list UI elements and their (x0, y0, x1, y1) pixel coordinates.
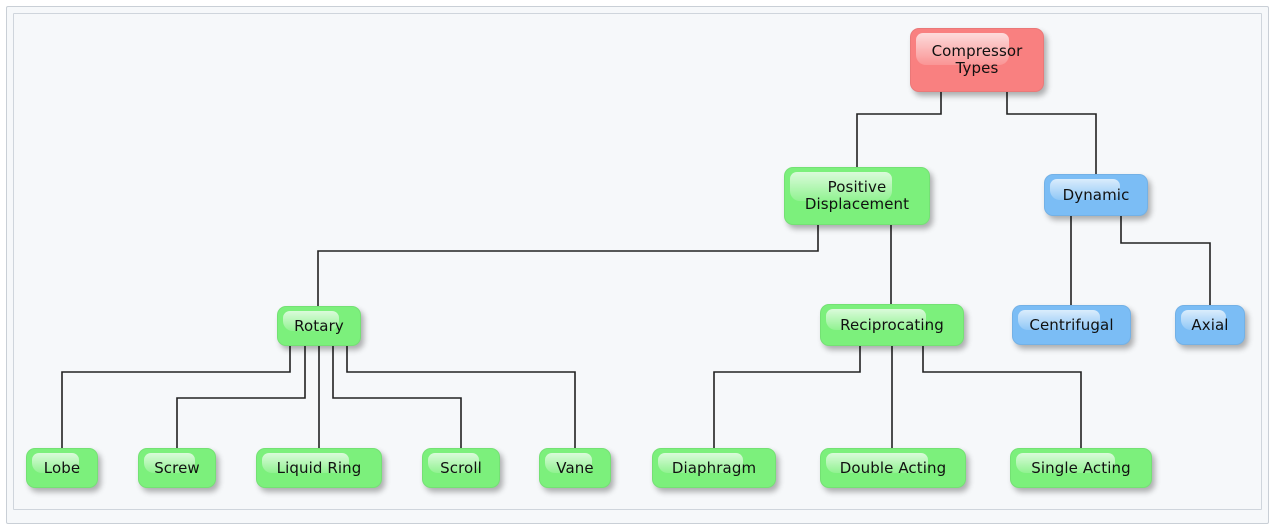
node-label-scroll: Scroll (440, 458, 482, 477)
node-label-rotary: Rotary (294, 316, 344, 335)
node-label-dynamic: Dynamic (1062, 185, 1130, 204)
node-label-recip: Reciprocating (840, 315, 944, 334)
node-scroll[interactable]: Scroll (422, 448, 500, 488)
node-recip[interactable]: Reciprocating (820, 304, 964, 346)
node-label-screw: Screw (154, 458, 200, 477)
node-lobe[interactable]: Lobe (26, 448, 98, 488)
node-liquidring[interactable]: Liquid Ring (256, 448, 382, 488)
node-label-doubleact: Double Acting (839, 458, 947, 477)
node-label-root: Compressor Types (931, 42, 1023, 77)
node-positive[interactable]: Positive Displacement (784, 167, 930, 225)
node-dynamic[interactable]: Dynamic (1044, 174, 1148, 216)
node-rotary[interactable]: Rotary (277, 306, 361, 346)
node-label-axial: Axial (1191, 315, 1229, 334)
node-label-vane: Vane (556, 458, 594, 477)
node-centrifugal[interactable]: Centrifugal (1012, 305, 1131, 345)
node-root[interactable]: Compressor Types (910, 28, 1044, 92)
node-diaphragm[interactable]: Diaphragm (652, 448, 776, 488)
node-singleact[interactable]: Single Acting (1010, 448, 1152, 488)
node-label-centrifugal: Centrifugal (1029, 315, 1114, 334)
node-label-diaphragm: Diaphragm (671, 458, 757, 477)
node-label-positive: Positive Displacement (804, 178, 910, 213)
node-vane[interactable]: Vane (539, 448, 611, 488)
node-doubleact[interactable]: Double Acting (820, 448, 966, 488)
node-label-liquidring: Liquid Ring (276, 458, 362, 477)
node-axial[interactable]: Axial (1175, 305, 1245, 345)
node-screw[interactable]: Screw (138, 448, 216, 488)
node-label-singleact: Single Acting (1031, 458, 1131, 477)
node-label-lobe: Lobe (43, 458, 81, 477)
